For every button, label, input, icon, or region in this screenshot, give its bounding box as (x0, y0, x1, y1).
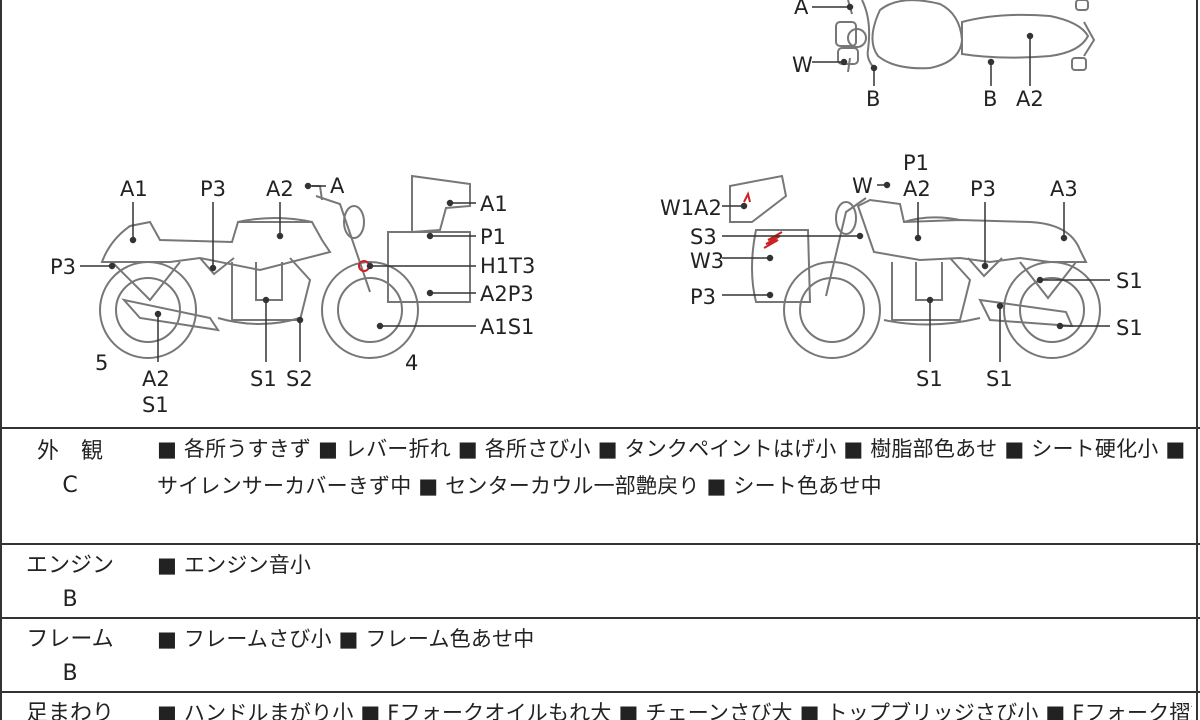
label-left-s2: S2 (286, 367, 313, 391)
damage-diagram: A W B B A2 (50, 0, 1143, 417)
label-right-s3: S3 (690, 225, 717, 249)
label-left-five: 5 (95, 351, 108, 375)
label-left-a2-exhaust: A2 (142, 367, 170, 391)
label-left-s1-exhaust: S1 (142, 393, 169, 417)
label-right-w1a2: W1A2 (660, 196, 722, 220)
row-description: ■ ハンドルまがり小 ■ Fフォークオイルもれ大 ■ チェーンさび大 ■ トップ… (157, 701, 1192, 720)
label-right-p3: P3 (970, 177, 996, 201)
label-left-s1: S1 (250, 367, 277, 391)
label-left-p3: P3 (200, 177, 226, 201)
label-left-a: A (330, 174, 345, 198)
right-view-labels: P1 W A2 P3 A3 W1A2 S3 W3 P3 S1 S1 S1 S1 (660, 151, 1143, 391)
label-right-p1: P1 (903, 151, 929, 175)
left-view-labels: A1 P3 A2 A A1 P1 H1T3 A2P3 A1S1 P3 5 4 A… (50, 174, 535, 417)
left-view-callouts (80, 182, 476, 362)
row-category-cell: フレーム B (0, 623, 140, 691)
label-right-s1-rear: S1 (1116, 269, 1143, 293)
top-view-callouts (812, 3, 1034, 86)
label-left-a1: A1 (120, 177, 148, 201)
label-right-a3: A3 (1050, 177, 1078, 201)
label-left-a1-cowl: A1 (480, 192, 508, 216)
row-category-cell: 外 観 C (0, 435, 140, 503)
top-view-labels: A W B B A2 (792, 0, 1044, 111)
row-grade: B (62, 587, 78, 612)
table-row-exterior: 外 観 C ■ 各所うすきず ■ レバー折れ ■ 各所さび小 ■ タンクペイント… (0, 429, 1200, 543)
row-grade: C (62, 473, 78, 498)
label-top-a2: A2 (1016, 87, 1044, 111)
table-row-suspension: 足まわり ■ ハンドルまがり小 ■ Fフォークオイルもれ大 ■ チェーンさび大 … (0, 693, 1200, 720)
label-left-a1s1: A1S1 (480, 315, 534, 339)
table-row-border (0, 691, 1200, 693)
label-right-w3: W3 (690, 249, 724, 273)
table-row-frame: フレーム B ■ フレームさび小 ■ フレーム色あせ中 (0, 619, 1200, 691)
label-right-a2: A2 (903, 177, 931, 201)
left-view-bike (99, 174, 471, 359)
row-category-cell: エンジン B (0, 549, 140, 617)
row-category: フレーム (26, 627, 114, 652)
row-description: ■ 各所うすきず ■ レバー折れ ■ 各所さび小 ■ タンクペイントはげ小 ■ … (157, 437, 1186, 498)
table-top-border (0, 427, 1200, 429)
row-grade: B (62, 661, 78, 686)
label-left-a2p3: A2P3 (480, 282, 534, 306)
label-left-a2: A2 (266, 177, 294, 201)
label-right-w: W (852, 174, 873, 198)
label-right-p3-cowl: P3 (690, 285, 716, 309)
top-view-bike (835, 0, 1096, 73)
label-left-four: 4 (405, 351, 418, 375)
row-category-cell: 足まわり (0, 697, 140, 720)
label-right-s1-engine: S1 (916, 367, 943, 391)
table-row-border (0, 617, 1200, 619)
label-top-w: W (792, 53, 813, 77)
label-right-s1-wheel: S1 (1116, 316, 1143, 340)
label-left-p1: P1 (480, 225, 506, 249)
label-top-a: A (794, 0, 809, 19)
right-view-callouts (722, 181, 1110, 362)
table-row-engine: エンジン B ■ エンジン音小 (0, 545, 1200, 617)
table-row-border (0, 543, 1200, 545)
row-description: ■ エンジン音小 (157, 553, 312, 577)
label-left-h1t3: H1T3 (480, 254, 535, 278)
label-left-p3-rear: P3 (50, 255, 76, 279)
right-view-damage-marks (743, 191, 783, 249)
row-category: 外 観 (36, 439, 103, 464)
row-category: エンジン (25, 553, 114, 578)
label-right-s1-exhaust: S1 (986, 367, 1013, 391)
row-description: ■ フレームさび小 ■ フレーム色あせ中 (157, 627, 535, 651)
label-top-b2: B (983, 87, 997, 111)
right-view-bike (729, 174, 1101, 359)
label-top-b1: B (866, 87, 880, 111)
row-category: 足まわり (25, 701, 114, 720)
